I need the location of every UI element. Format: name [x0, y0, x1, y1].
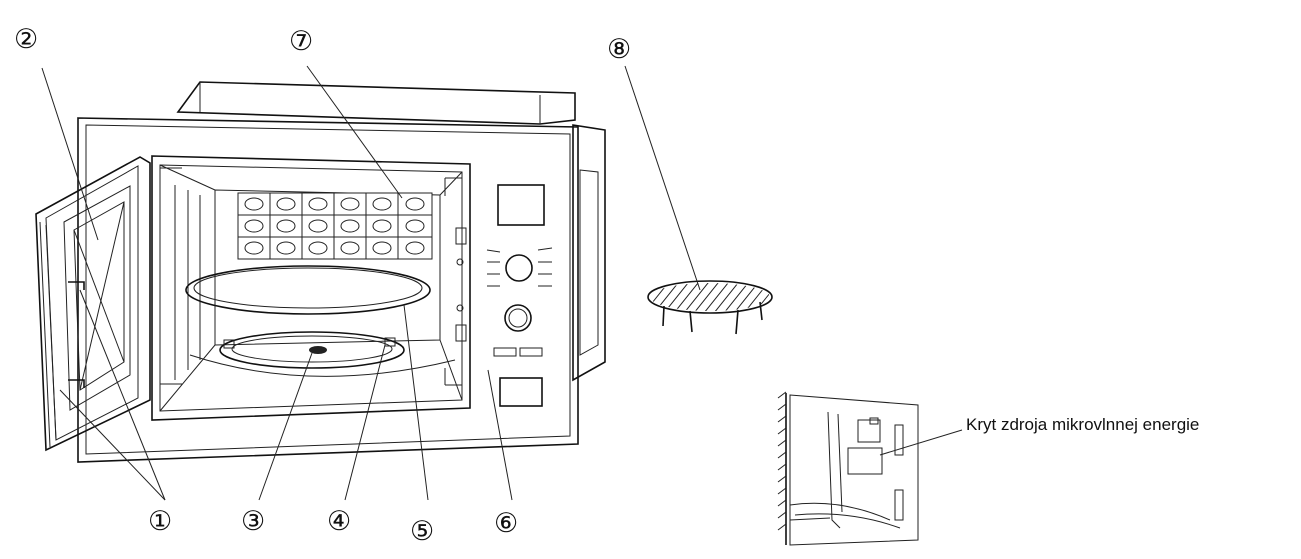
label-3: ③ — [241, 506, 265, 537]
turntable-shaft — [309, 346, 327, 354]
label-1: ① — [148, 506, 172, 537]
microwave-oven — [77, 81, 606, 463]
detail-inset — [777, 391, 963, 546]
glass-turntable — [185, 265, 431, 315]
label-5: ⑤ — [410, 516, 434, 547]
part-labels: ① ② ③ ④ ⑤ ⑥ ⑦ ⑧ — [14, 24, 631, 547]
label-8: ⑧ — [607, 34, 631, 65]
grill-rack — [647, 280, 773, 335]
microwave-cover-callout: Kryt zdroja mikrovlnnej energie — [966, 415, 1200, 434]
leader-lines — [41, 65, 701, 501]
label-6: ⑥ — [494, 508, 518, 539]
control-knob-lower — [504, 304, 532, 332]
cavity-back-grid — [237, 192, 433, 260]
control-knob-upper — [505, 254, 533, 282]
label-2: ② — [14, 24, 38, 55]
control-panel — [486, 184, 553, 407]
door — [35, 156, 151, 452]
label-4: ④ — [327, 506, 351, 537]
label-7: ⑦ — [289, 26, 313, 57]
roller-ring — [219, 331, 405, 369]
